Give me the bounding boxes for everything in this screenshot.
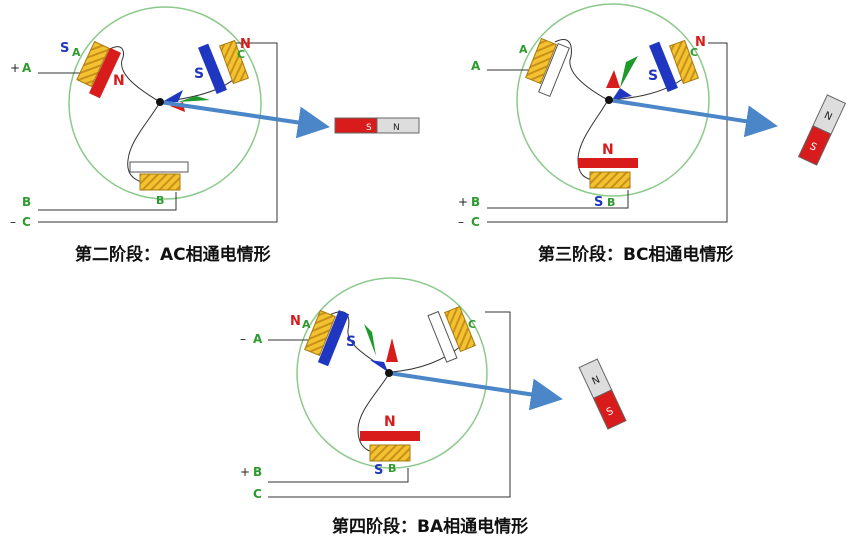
ext-magnet-s-label: S	[808, 141, 818, 154]
rotor-axis-arrow	[159, 100, 330, 139]
ext-magnet-n	[376, 117, 420, 134]
pole-magnet-b: N	[384, 414, 396, 430]
magnet-b	[360, 431, 420, 441]
panel-bc: N S A + B – C A N C S N S B	[458, 3, 847, 229]
coil-label-c: C	[237, 48, 245, 61]
coil-b	[369, 444, 411, 462]
terminal-a: A	[253, 332, 263, 346]
coil-label-a: A	[72, 46, 81, 59]
stator-circle	[516, 3, 710, 197]
coil-label-b: B	[607, 196, 615, 209]
terminal-c: C	[22, 215, 31, 229]
magnet-a	[317, 310, 350, 367]
polarity-a: –	[240, 332, 246, 346]
coil-b	[589, 171, 631, 189]
coil-label-c: C	[468, 318, 476, 331]
ext-magnet-s	[797, 125, 832, 166]
panel-ba: N S – A + B C N A S C N S B	[240, 277, 627, 501]
magnet-a	[88, 47, 122, 99]
pole-s-b-side: S	[594, 195, 603, 210]
pole-magnet-c: S	[648, 68, 658, 84]
pole-n-c-side: N	[240, 37, 251, 52]
star-point	[156, 98, 164, 106]
wire-c	[268, 311, 511, 498]
wire-b	[268, 468, 409, 483]
caption-ac: 第二阶段：AC相通电情形	[75, 245, 271, 265]
pole-magnet-a: N	[113, 73, 125, 89]
coil-a	[76, 40, 110, 88]
coil-label-b: B	[156, 194, 164, 207]
polarity-b: +	[240, 465, 250, 479]
coil-b	[139, 173, 181, 191]
arrow-green-small	[364, 324, 376, 356]
arrow-blue-small	[370, 360, 388, 372]
ext-magnet-s	[592, 389, 627, 430]
ext-magnet-n-label: N	[393, 123, 400, 133]
pole-n-c-side: N	[695, 35, 706, 50]
arrow-green-small	[620, 56, 638, 88]
arrow-green-small	[178, 96, 210, 102]
magnet-c	[197, 43, 227, 95]
panel-ac: S N + A B – C S A N N C S B	[10, 6, 420, 229]
stator-circle	[68, 6, 262, 200]
pole-s-a-side: S	[60, 41, 69, 56]
ext-magnet: N S	[797, 94, 847, 166]
star-point	[385, 369, 393, 377]
terminal-b: B	[22, 195, 31, 209]
arrow-blue-small	[612, 88, 632, 100]
ext-magnet-n-label: N	[822, 110, 833, 123]
ext-magnet-s-label: S	[605, 406, 615, 419]
pole-magnet-a: S	[346, 334, 356, 350]
magnet-c-inactive	[427, 310, 458, 363]
coil-label-a: A	[302, 318, 311, 331]
star-point	[605, 96, 613, 104]
coil-label-b: B	[388, 462, 396, 475]
coil-label-a: A	[519, 43, 528, 56]
wire-b	[487, 190, 629, 209]
caption-ba: 第四阶段：BA相通电情形	[332, 517, 529, 537]
terminal-a: A	[471, 59, 481, 73]
magnet-c	[648, 41, 678, 93]
terminal-b: B	[253, 465, 262, 479]
terminal-b: B	[471, 195, 480, 209]
rotor-axis-arrow	[608, 98, 778, 138]
pole-n-a-side: N	[290, 314, 301, 329]
pole-s-b-side: S	[374, 463, 383, 478]
arrow-red-small	[606, 70, 620, 88]
wire-c	[487, 42, 728, 223]
polarity-c: –	[458, 215, 464, 229]
coil-c	[219, 39, 249, 85]
coil-c	[669, 39, 699, 85]
wire-c	[38, 42, 278, 223]
magnet-a-inactive	[538, 42, 570, 98]
pole-magnet-b: N	[602, 142, 614, 158]
terminal-c: C	[253, 487, 262, 501]
wire-b	[38, 192, 177, 211]
terminal-a: A	[22, 61, 32, 75]
polarity-b: +	[458, 195, 468, 209]
rotor-axis-arrow	[388, 371, 563, 411]
ext-magnet: N S	[578, 358, 627, 430]
arrow-blue-small	[162, 90, 183, 102]
magnet-b	[578, 158, 638, 168]
coil-a	[304, 309, 336, 357]
magnet-b-inactive	[129, 161, 189, 173]
polarity-a: +	[10, 61, 20, 75]
coil-c	[444, 305, 476, 353]
terminal-c: C	[471, 215, 480, 229]
caption-bc: 第三阶段：BC相通电情形	[538, 245, 734, 265]
ext-magnet-n-label: N	[590, 374, 601, 387]
stator-circle	[296, 277, 488, 469]
coil-label-c: C	[690, 46, 698, 59]
coil-a	[525, 37, 557, 85]
ext-magnet-s-label: S	[366, 123, 372, 133]
polarity-c: –	[10, 215, 16, 229]
pole-magnet-c: S	[194, 66, 204, 82]
arrow-red-small	[386, 338, 398, 362]
